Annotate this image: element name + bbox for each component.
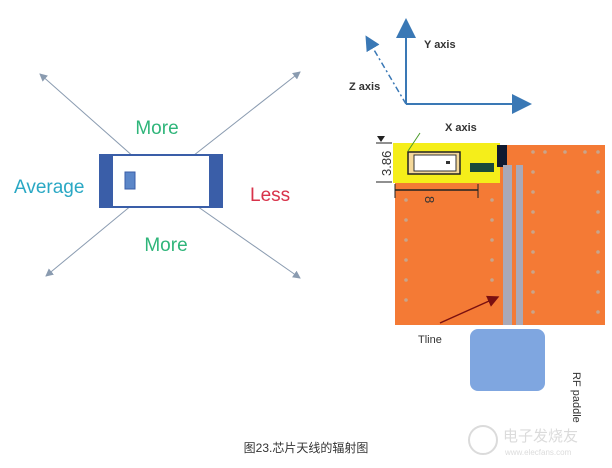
- via-dot: [531, 270, 535, 274]
- label-less: Less: [250, 185, 290, 206]
- pcb-layout: 3.86 8 Tline RF paddle: [376, 132, 605, 423]
- tline-label: Tline: [418, 334, 442, 346]
- via-dot: [404, 238, 408, 242]
- via-dot: [404, 258, 408, 262]
- via-dot: [596, 230, 600, 234]
- matching-component: [470, 163, 494, 172]
- via-dot: [531, 250, 535, 254]
- x-axis-label: X axis: [445, 122, 477, 134]
- radiation-pattern-diagram: More Average Less More: [14, 71, 301, 279]
- via-dot: [596, 290, 600, 294]
- via-dot: [596, 170, 600, 174]
- via-dot: [596, 210, 600, 214]
- via-dot: [490, 198, 494, 202]
- chip-right-terminal: [209, 155, 222, 207]
- via-dot: [490, 238, 494, 242]
- z-axis-arrow: [365, 35, 407, 105]
- tline-trace-left: [503, 165, 512, 325]
- via-dot: [596, 190, 600, 194]
- y-axis-label: Y axis: [424, 39, 456, 51]
- label-more-bottom: More: [144, 235, 187, 256]
- label-average: Average: [14, 177, 84, 198]
- height-dimension: 3.86: [379, 151, 394, 176]
- chip-marker: [446, 161, 450, 164]
- via-dot: [531, 310, 535, 314]
- via-dot: [404, 198, 408, 202]
- via-dot: [490, 258, 494, 262]
- dim-arrow: [377, 136, 385, 142]
- via-dot: [404, 218, 408, 222]
- via-dot: [404, 278, 408, 282]
- chip-marker: [124, 171, 136, 190]
- paddle-label: RF paddle: [570, 372, 582, 423]
- via-dot: [531, 210, 535, 214]
- via-dot: [531, 230, 535, 234]
- x-axis-pointer: [407, 132, 421, 152]
- figure-caption: 图23.芯片天线的辐射图: [244, 440, 369, 455]
- chip-left-terminal: [100, 155, 113, 207]
- z-axis-label: Z axis: [349, 81, 380, 93]
- via-dot: [404, 298, 408, 302]
- via-dot: [531, 150, 535, 154]
- via-dot: [531, 190, 535, 194]
- watermark-brand: 电子发烧友: [503, 428, 578, 445]
- via-dot: [531, 170, 535, 174]
- via-dot: [596, 270, 600, 274]
- via-dot: [490, 218, 494, 222]
- via-dot: [563, 150, 567, 154]
- via-dot: [583, 150, 587, 154]
- via-dot: [543, 150, 547, 154]
- label-more-top: More: [135, 118, 178, 139]
- via-dot: [596, 250, 600, 254]
- via-dot: [531, 290, 535, 294]
- tline-trace-right: [516, 165, 523, 325]
- width-dimension: 8: [422, 196, 437, 203]
- rf-paddle: [470, 329, 545, 391]
- via-dot: [490, 278, 494, 282]
- watermark: 电子发烧友 www.elecfans.com: [468, 425, 578, 457]
- watermark-url: www.elecfans.com: [504, 448, 572, 457]
- feed-component: [497, 145, 507, 167]
- tline-pointer-arrow: [439, 295, 500, 324]
- via-dot: [596, 150, 600, 154]
- via-dot: [596, 310, 600, 314]
- chip-antenna: [413, 154, 457, 172]
- coordinate-axes: Y axis Z axis X axis: [349, 18, 532, 134]
- chip-antenna-body: [99, 154, 223, 208]
- watermark-logo-icon: [468, 425, 498, 455]
